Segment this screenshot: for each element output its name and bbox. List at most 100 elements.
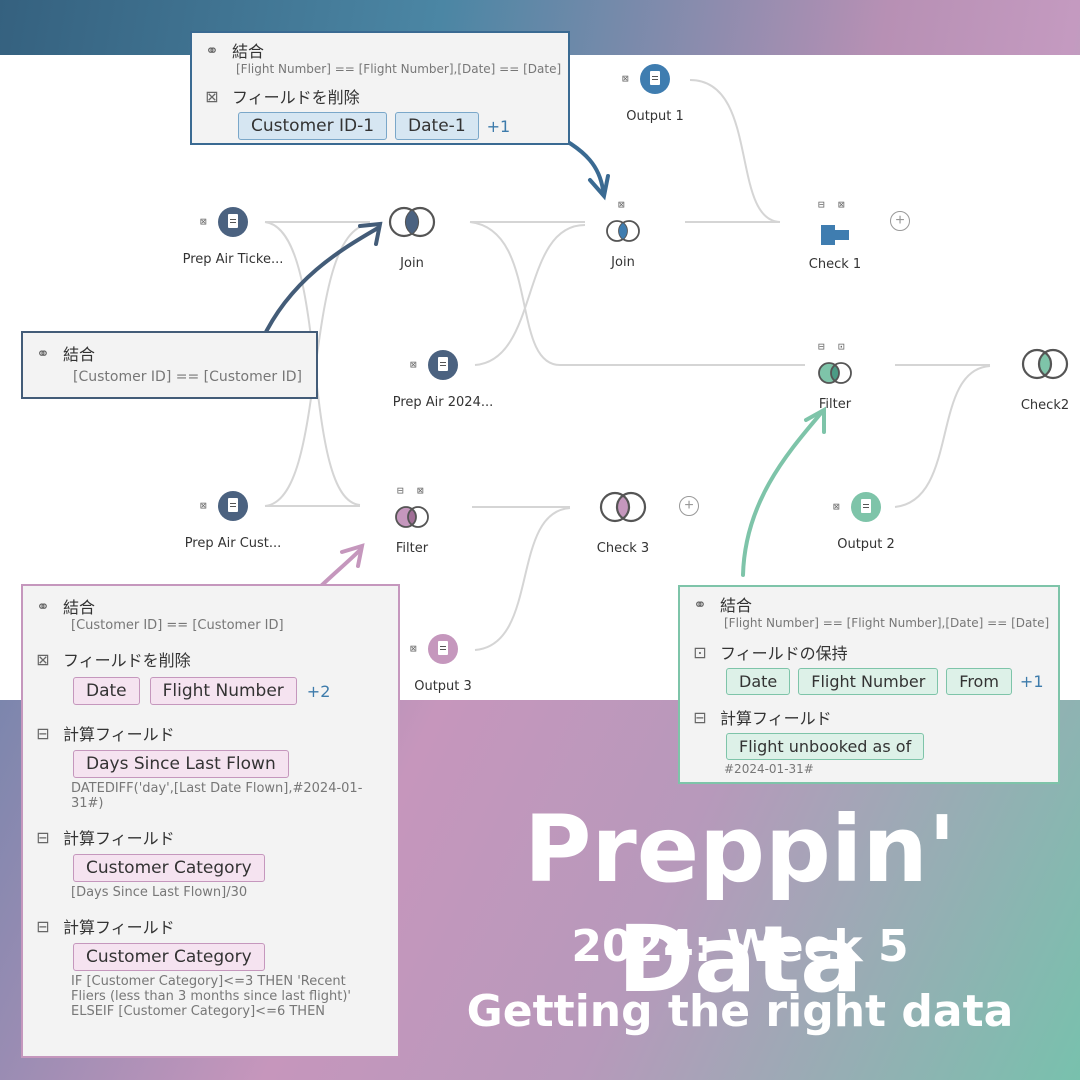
node-cust[interactable]: ⊠ Prep Air Cust...	[168, 491, 298, 551]
node-output3[interactable]: ⊠ Output 3	[378, 634, 508, 694]
calc-field-icon: ⊟	[397, 484, 404, 497]
join-icon: ⚭	[205, 40, 219, 60]
calc-field-tag[interactable]: Days Since Last Flown	[73, 750, 289, 778]
join-label: 結合	[720, 596, 753, 615]
keep-field-icon: ⊡	[693, 642, 707, 662]
node-label: Check 1	[808, 257, 862, 272]
node-label: Filter	[395, 541, 429, 556]
field-tag[interactable]: Customer ID-1	[238, 112, 388, 140]
panel-left-join: ⚭ 結合 [Customer ID] == [Customer ID]	[21, 331, 318, 399]
output-icon	[428, 634, 458, 664]
node-filter-right[interactable]: ⊟ ⊡ Filter	[770, 340, 900, 412]
calc-field-tag[interactable]: Customer Category	[73, 854, 265, 882]
calc-label: 計算フィールド	[63, 725, 175, 744]
node-join2[interactable]: ⊠ Join	[558, 198, 688, 270]
calc-field-icon: ⊟	[693, 707, 707, 727]
remove-field-icon: ⊠	[200, 499, 207, 512]
add-step-icon[interactable]: +	[890, 211, 910, 231]
node-join1[interactable]: Join	[347, 205, 477, 271]
node-output2[interactable]: ⊠ Output 2	[801, 492, 931, 552]
remove-field-icon: ⊠	[622, 72, 629, 85]
remove-field-icon: ⊠	[417, 484, 424, 497]
node-label: Filter	[818, 397, 852, 412]
join-label: 結合	[232, 42, 265, 61]
input-icon	[218, 207, 248, 237]
calc-field-icon: ⊟	[818, 198, 825, 211]
remove-field-icon: ⊠	[838, 198, 845, 211]
output-icon	[851, 492, 881, 522]
join-icon	[818, 362, 852, 384]
node-check1[interactable]: ⊟ ⊠ Check 1	[770, 198, 900, 272]
more-fields[interactable]: +2	[306, 681, 331, 701]
node-label: Output 1	[626, 109, 684, 124]
calc-field-tag[interactable]: Flight unbooked as of	[726, 733, 925, 760]
join-clause: [Flight Number] == [Flight Number],[Date…	[236, 62, 562, 76]
add-step-icon[interactable]: +	[679, 496, 699, 516]
node-check3[interactable]: Check 3	[558, 490, 688, 556]
keep-fields-label: フィールドの保持	[720, 644, 848, 663]
remove-field-icon: ⊠	[200, 215, 207, 228]
remove-field-icon: ⊠	[618, 198, 625, 211]
calc-formula: IF [Customer Category]<=3 THEN 'Recent F…	[71, 974, 352, 1019]
node-output1[interactable]: ⊠ Output 1	[590, 64, 720, 124]
join-clause: [Flight Number] == [Flight Number],[Date…	[724, 616, 1050, 630]
main-title: Preppin' Data	[523, 796, 957, 1013]
subtitle: Getting the right data	[466, 986, 1014, 1037]
join-label: 結合	[63, 345, 96, 364]
remove-field-icon: ⊠	[410, 358, 417, 371]
remove-field-icon: ⊠	[205, 86, 219, 106]
node-label: Prep Air Cust...	[184, 536, 282, 551]
calc-field-icon: ⊟	[36, 827, 50, 847]
calc-label: 計算フィールド	[63, 918, 175, 937]
calc-field-icon: ⊟	[818, 340, 825, 353]
node-filter-left[interactable]: ⊟ ⊠ Filter	[347, 484, 477, 556]
field-tag[interactable]: Flight Number	[149, 677, 297, 705]
more-fields[interactable]: +1	[1019, 672, 1044, 691]
remove-fields-label: フィールドを削除	[232, 88, 360, 107]
input-icon	[218, 491, 248, 521]
join-icon	[1021, 348, 1069, 380]
node-label: Prep Air 2024...	[392, 395, 494, 410]
filter-icon: ⊡	[838, 340, 845, 353]
node-label: Output 3	[414, 679, 472, 694]
remove-fields-label: フィールドを削除	[63, 651, 191, 670]
join-icon	[606, 220, 640, 242]
remove-field-icon: ⊠	[410, 642, 417, 655]
remove-field-icon: ⊠	[833, 500, 840, 513]
calc-formula: [Days Since Last Flown]/30	[71, 885, 248, 900]
join-icon: ⚭	[693, 594, 707, 614]
node-label: Prep Air Ticke...	[182, 252, 284, 267]
calc-field-tag[interactable]: Customer Category	[73, 943, 265, 971]
panel-pink: ⚭ 結合 [Customer ID] == [Customer ID] ⊠ フィ…	[21, 584, 400, 1058]
field-tag[interactable]: Date-1	[395, 112, 479, 140]
node-check2[interactable]: Check2	[980, 347, 1080, 413]
union-icon	[821, 225, 849, 245]
output-icon	[640, 64, 670, 94]
join-icon: ⚭	[36, 596, 50, 616]
field-tag[interactable]: Date	[73, 677, 140, 705]
join-icon: ⚭	[36, 343, 50, 363]
field-tag[interactable]: Flight Number	[798, 668, 939, 695]
node-label: Check 3	[596, 541, 650, 556]
node-prep2024[interactable]: ⊠ Prep Air 2024...	[378, 350, 508, 410]
panel-green: ⚭ 結合 [Flight Number] == [Flight Number],…	[678, 585, 1060, 784]
node-label: Join	[400, 256, 424, 271]
field-tag[interactable]: Date	[726, 668, 791, 695]
node-ticket[interactable]: ⊠ Prep Air Ticke...	[168, 207, 298, 267]
calc-formula: DATEDIFF('day',[Last Date Flown],#2024-0…	[71, 781, 363, 811]
more-fields[interactable]: +1	[486, 116, 511, 136]
calc-label: 計算フィールド	[720, 709, 832, 728]
join-icon	[388, 206, 436, 238]
node-label: Check2	[1020, 398, 1070, 413]
field-tag[interactable]: From	[946, 668, 1012, 695]
join-label: 結合	[63, 598, 96, 617]
join-icon	[599, 491, 647, 523]
panel-top-join: ⚭ 結合 [Flight Number] == [Flight Number],…	[190, 31, 570, 145]
node-label: Output 2	[837, 537, 895, 552]
input-icon	[428, 350, 458, 380]
calc-label: 計算フィールド	[63, 829, 175, 848]
join-clause: [Customer ID] == [Customer ID]	[73, 369, 302, 385]
join-clause: [Customer ID] == [Customer ID]	[71, 618, 284, 633]
remove-field-icon: ⊠	[36, 649, 50, 669]
node-label: Join	[611, 255, 635, 270]
